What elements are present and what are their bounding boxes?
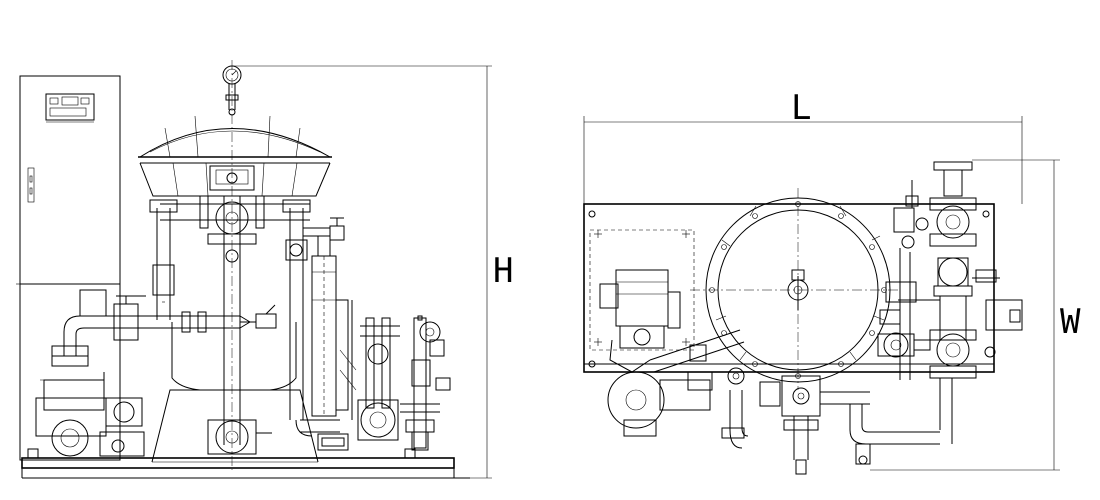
length-dimension-label: L xyxy=(791,88,811,128)
plan-pump-motor xyxy=(599,269,681,373)
plan-lower-pump xyxy=(607,371,713,437)
inlet-piping xyxy=(51,289,251,367)
width-dimension xyxy=(870,159,1060,471)
thermometer xyxy=(240,304,277,329)
width-dimension-label: W xyxy=(1060,302,1081,342)
height-dimension xyxy=(232,65,492,479)
sampling-valve xyxy=(303,217,345,241)
plan-diagonal-pipe xyxy=(649,329,745,385)
vertical-piping xyxy=(152,60,308,470)
plan-outlet-piping xyxy=(721,375,940,475)
control-panel-cabinet xyxy=(16,75,121,461)
filter-vessel-body xyxy=(151,322,319,463)
outlet-valve-cluster xyxy=(295,317,400,451)
plan-right-valve-cluster xyxy=(929,161,1023,444)
pump-motor-assembly xyxy=(35,372,145,457)
plan-control-cabinet xyxy=(589,229,695,351)
height-dimension-label: H xyxy=(493,251,513,291)
right-side-valves xyxy=(400,315,451,451)
plan-skid-outline xyxy=(583,203,995,373)
front-elevation-view xyxy=(16,60,492,479)
vessel-bolt-circle xyxy=(709,201,887,379)
plan-view xyxy=(583,116,1060,475)
base-skid xyxy=(21,448,470,479)
plan-instruments xyxy=(877,180,940,380)
length-dimension xyxy=(583,116,1023,204)
vessel-ribs xyxy=(715,205,885,361)
filter-vessel-dome xyxy=(138,115,332,197)
lower-pipe-flange xyxy=(207,419,272,455)
strainer-vessel xyxy=(311,235,357,420)
plan-filter-vessel xyxy=(690,188,900,390)
top-manifold xyxy=(149,195,311,245)
